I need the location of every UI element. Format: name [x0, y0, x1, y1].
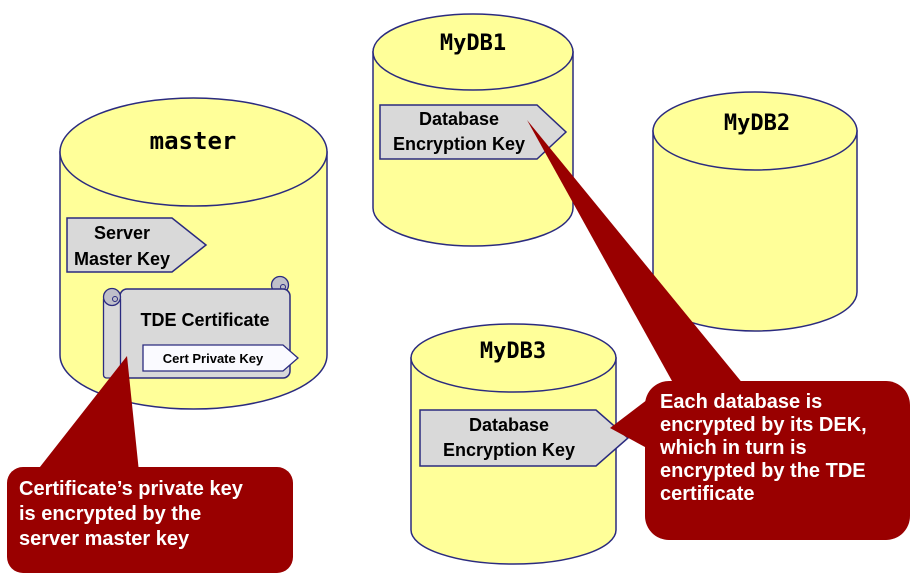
dek-callout: Each database is encrypted by its DEK, w…: [645, 381, 910, 540]
tde-certificate-scroll-icon: [102, 275, 299, 379]
mydb3-dek-arrow-icon: [419, 409, 630, 467]
cert-private-key-arrow-icon: [142, 344, 299, 372]
scroll-left-roll: [102, 295, 122, 379]
scroll-top-left-curl-dot: [112, 296, 118, 302]
dek-callout-pointer-mydb1: [527, 120, 744, 399]
mydb1-cylinder-top: [372, 13, 574, 91]
certificate-callout: Certificate’s private key is encrypted b…: [7, 467, 293, 573]
master-cylinder-top: [59, 97, 328, 207]
mydb3-cylinder-top: [410, 323, 617, 393]
mydb1-dek-arrow-icon: [379, 104, 568, 160]
server-master-key-arrow-icon: [66, 217, 208, 273]
mydb2-cylinder-top: [652, 91, 858, 171]
dek-callout-pointer-mydb3: [610, 393, 656, 453]
scroll-top-left-curl: [102, 287, 122, 307]
mydb2-database-cylinder: [652, 91, 858, 332]
certificate-callout-pointer: [36, 356, 139, 472]
